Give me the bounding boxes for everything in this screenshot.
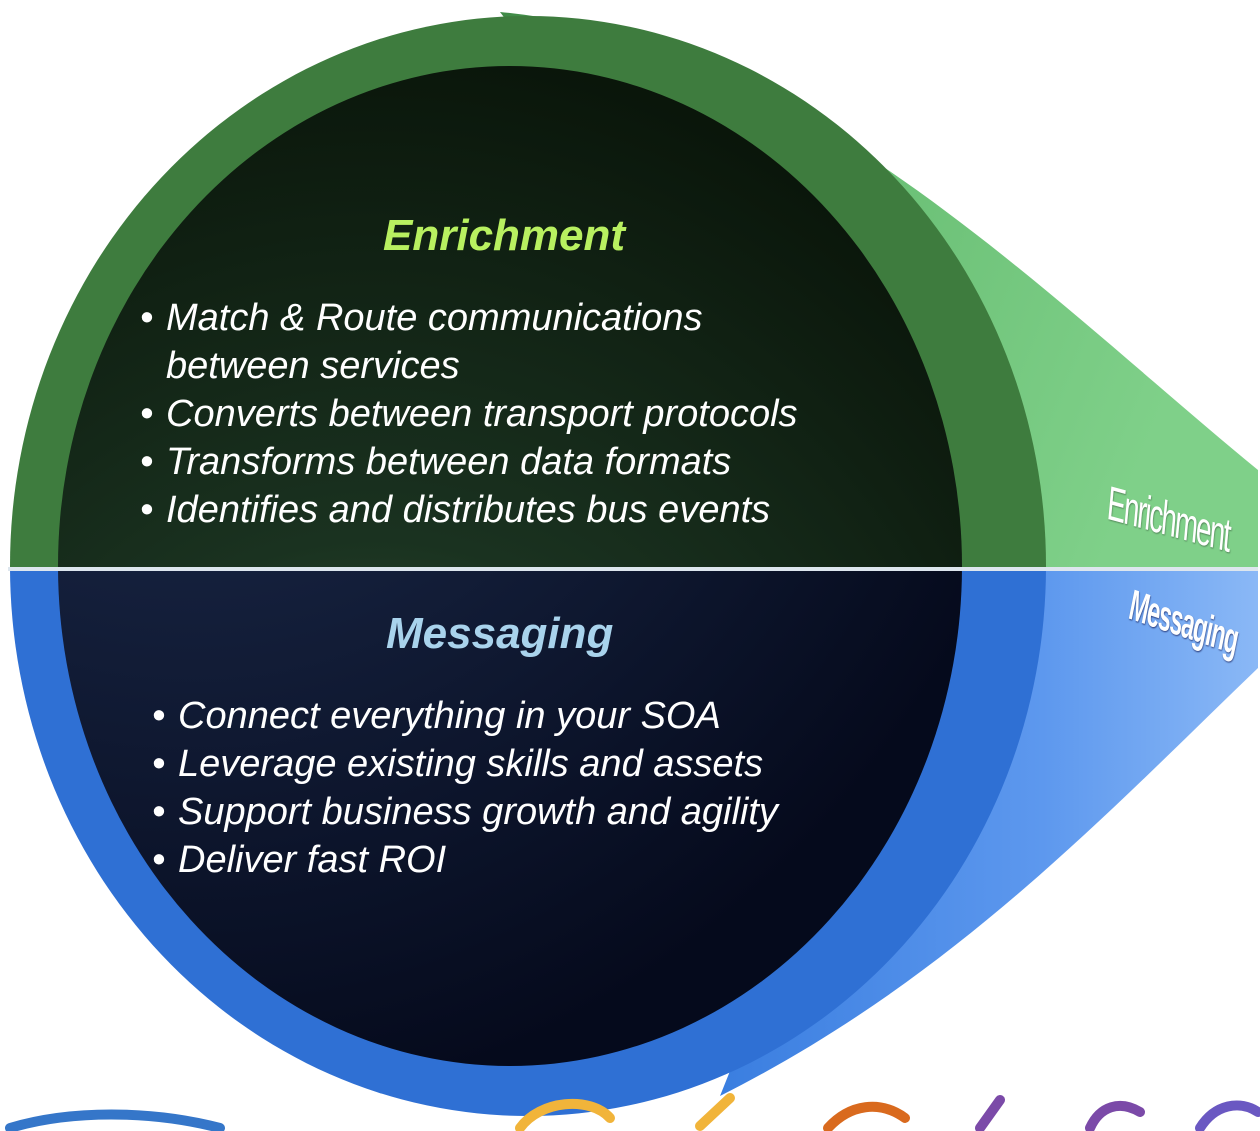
enrichment-bullet-list: Match & Route communications between ser… [140, 294, 798, 534]
messaging-bullet: Deliver fast ROI [152, 836, 778, 884]
enrichment-bullet-continuation: between services [166, 345, 460, 387]
messaging-bullet: Connect everything in your SOA [152, 692, 778, 740]
enrichment-bullet: Match & Route communications [140, 294, 798, 342]
enrichment-bullet: Transforms between data formats [140, 438, 798, 486]
messaging-title: Messaging [386, 609, 614, 658]
enrichment-title: Enrichment [383, 211, 626, 260]
messaging-bullet: Leverage existing skills and assets [152, 740, 778, 788]
enrichment-bullet: Converts between transport protocols [140, 390, 798, 438]
enrichment-bullet: Identifies and distributes bus events [140, 486, 798, 534]
messaging-bullet: Support business growth and agility [152, 788, 778, 836]
messaging-bullet-list: Connect everything in your SOA Leverage … [152, 692, 778, 884]
bottom-decoration [5, 1093, 1260, 1131]
